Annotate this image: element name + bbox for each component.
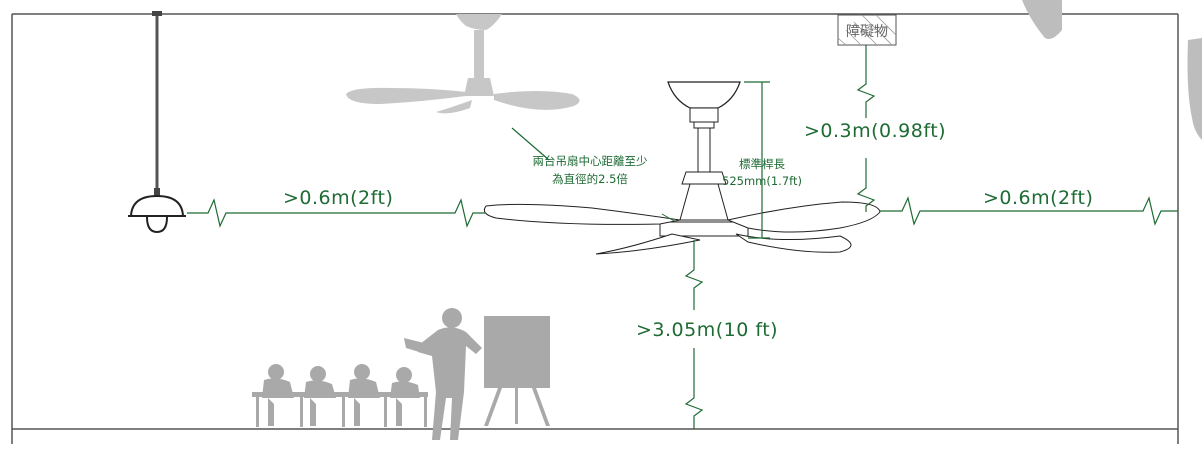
ceiling-fan — [483, 81, 881, 255]
rod-length-dimension — [744, 81, 770, 239]
left-clearance-dimension — [187, 198, 486, 228]
second-fan-silhouette — [346, 14, 580, 114]
right-clearance-label: >0.6m(2ft) — [983, 187, 1093, 209]
spacing-note-line1: 兩台吊扇中心距離至少 — [533, 154, 648, 168]
left-clearance-label: >0.6m(2ft) — [283, 187, 393, 209]
spacing-leader-line — [511, 127, 550, 161]
obstacle-box — [837, 14, 897, 46]
pendant-lamp — [128, 11, 186, 234]
floor-height-dimension — [684, 240, 704, 429]
ceiling-clearance-label: >0.3m(0.98ft) — [804, 120, 946, 142]
rod-length-line1: 標準桿長 — [739, 157, 785, 171]
right-clearance-dimension — [880, 196, 1178, 226]
spacing-note-line2: 為直徑的2.5倍 — [552, 172, 628, 186]
floor-height-label: >3.05m(10 ft) — [636, 319, 778, 341]
classroom-silhouette — [252, 308, 550, 440]
room-frame — [11, 13, 1179, 444]
decorative-blob — [1022, 0, 1202, 140]
obstacle-label: 障礙物 — [846, 24, 888, 40]
ceiling-clearance-dimension — [856, 45, 876, 212]
rod-length-line2: 525mm(1.7ft) — [722, 174, 802, 188]
